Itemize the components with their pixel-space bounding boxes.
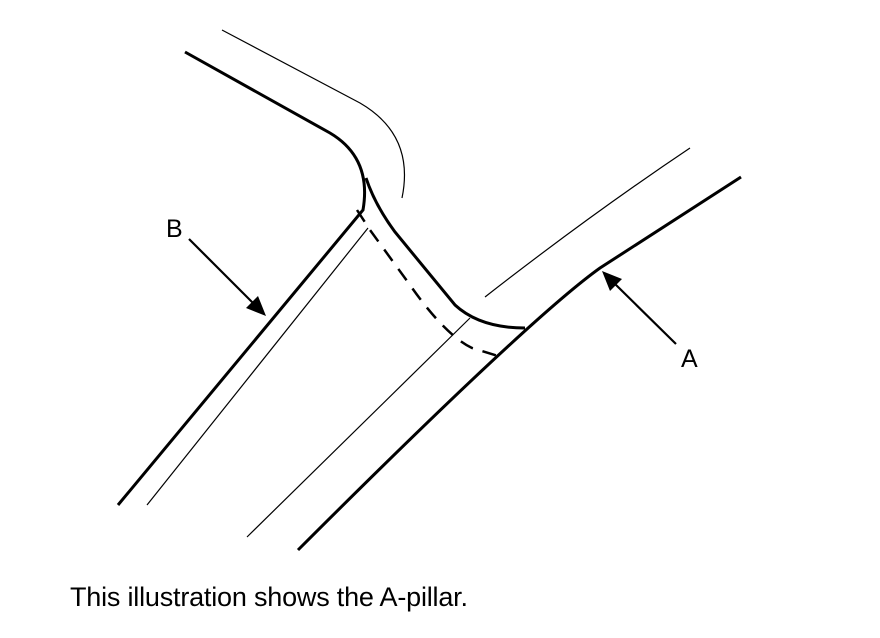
figure-caption: This illustration shows the A-pillar. [70,582,468,612]
pillar-inner-contour-line-left [146,227,369,506]
leader-line-a [612,281,677,345]
arrowhead-b [246,296,266,316]
a-pillar-outer-edge [116,50,367,506]
callout-label-b: B [166,215,183,243]
pillar-inner-contour-line-right [246,317,471,538]
roof-inner-contour-line [221,29,406,199]
roof-rail-edge [296,175,742,552]
callout-label-a: A [681,345,698,373]
arrowhead-a [602,271,622,291]
a-pillar-rear-edge [364,177,526,330]
hidden-pillar-edge-dashed [355,209,499,358]
leader-line-b [188,238,257,307]
roof-rail-outer-contour-line [484,147,691,298]
